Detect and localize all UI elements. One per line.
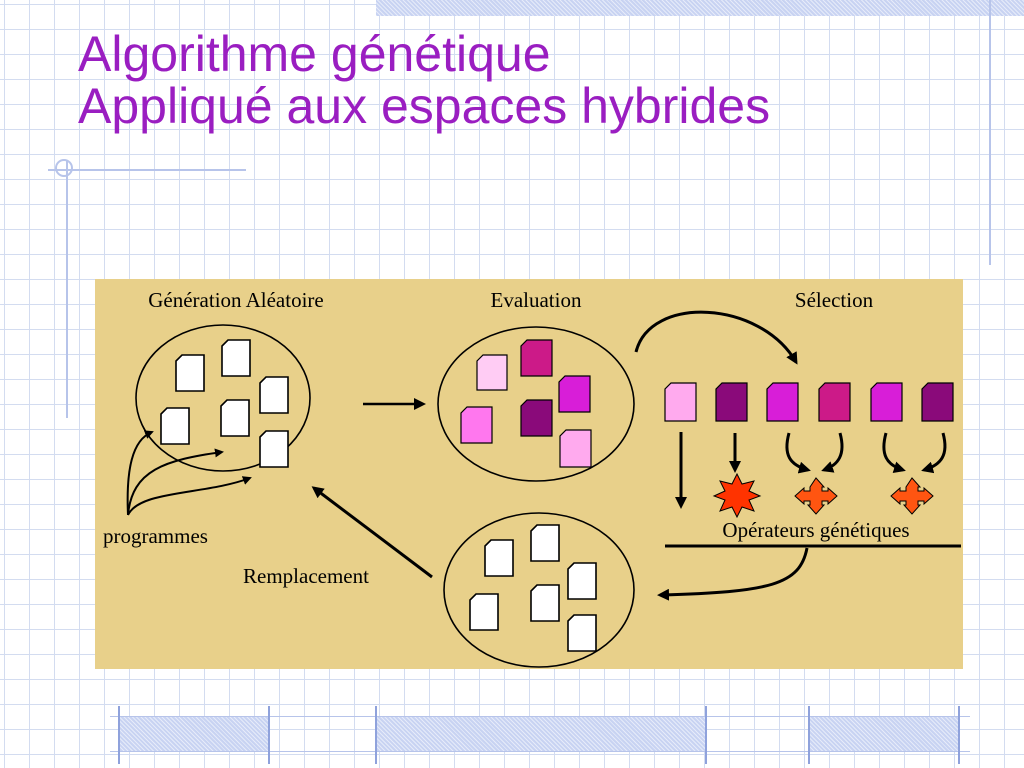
bottom-tick [808, 706, 810, 764]
mutation-operator-icon [712, 472, 762, 519]
bottom-horizontal-rule-lower [110, 751, 970, 752]
flow-arrow-to-new-population [657, 547, 809, 601]
program-icon [221, 339, 251, 377]
selected-program [921, 382, 954, 422]
program-icon [567, 562, 597, 600]
slide-title-line-1: Algorithme génétique [78, 26, 551, 82]
crossover-arrow [921, 432, 947, 474]
program-icon [175, 354, 205, 392]
program-evaluated [460, 406, 493, 444]
crossover-arrow [882, 432, 906, 474]
program-icon [530, 584, 560, 622]
bottom-tick [375, 706, 377, 764]
crossover-operator-icon [890, 477, 934, 515]
bottom-accent-box-middle [376, 716, 706, 751]
left-vertical-rule [66, 160, 68, 418]
program-evaluated [520, 339, 553, 377]
pointer-arrow [126, 430, 154, 516]
bottom-tick [705, 706, 707, 764]
bottom-tick [958, 706, 960, 764]
label-programmes: programmes [103, 524, 208, 548]
label-operateurs: Opérateurs génétiques [722, 518, 909, 542]
title-underline-rule [48, 169, 246, 171]
program-icon [469, 593, 499, 631]
program-icon [567, 614, 597, 652]
population-new [443, 512, 635, 668]
program-evaluated [559, 429, 592, 468]
bottom-tick [118, 706, 120, 764]
selected-program [870, 382, 903, 422]
pointer-arrow [127, 448, 224, 516]
bottom-accent-box-left [119, 716, 269, 751]
population-initial [135, 324, 311, 472]
selected-program [664, 382, 697, 422]
slide-title: Algorithme génétique Appliqué aux espace… [78, 28, 770, 132]
program-icon [530, 524, 560, 562]
slide-title-line-2: Appliqué aux espaces hybrides [78, 78, 771, 134]
program-icon [259, 376, 289, 414]
program-evaluated [520, 399, 553, 437]
flow-arrow-replacement [311, 486, 433, 579]
population-evaluated [437, 326, 635, 482]
label-generation: Génération Aléatoire [148, 288, 324, 312]
bottom-horizontal-rule [110, 716, 970, 717]
program-evaluated [558, 375, 591, 413]
program-icon [484, 539, 514, 577]
crossover-operator-icon [794, 477, 838, 515]
selected-program [766, 382, 799, 422]
diagram-panel [95, 279, 963, 669]
label-evaluation: Evaluation [491, 288, 582, 312]
bottom-tick [268, 706, 270, 764]
top-accent-bar [376, 0, 1024, 16]
flow-arrow-to-selection [634, 310, 798, 365]
crossover-arrow [785, 432, 811, 474]
pointer-arrow [127, 476, 252, 516]
crossover-arrow [821, 432, 844, 473]
program-evaluated [476, 354, 508, 391]
selected-program [715, 382, 748, 422]
label-selection: Sélection [795, 288, 874, 312]
selected-program [818, 382, 851, 422]
program-icon [259, 430, 289, 468]
program-icon [220, 399, 250, 437]
program-icon [160, 407, 190, 445]
label-remplacement: Remplacement [243, 564, 369, 588]
bottom-accent-box-right [809, 716, 959, 751]
crosshair-ornament [55, 159, 73, 177]
right-vertical-rule [989, 0, 991, 265]
